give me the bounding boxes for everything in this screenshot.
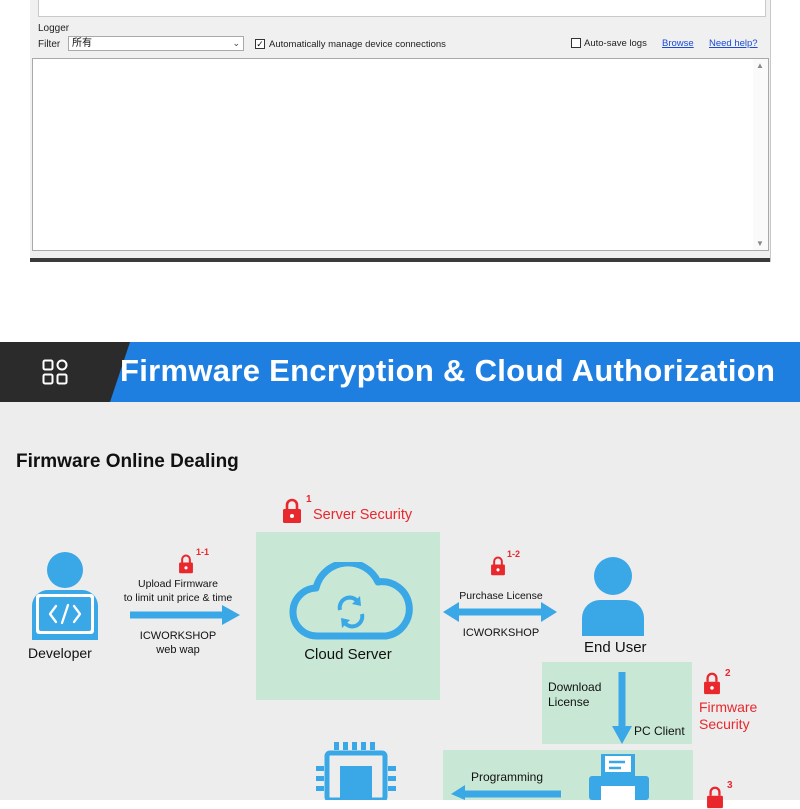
auto-manage-checkbox[interactable]: ✓ [255,39,265,49]
lock-icon [704,672,720,695]
server-security-label: Server Security [313,507,413,523]
programming-box: Programming [443,750,693,800]
need-help-link[interactable]: Need help? [709,38,758,49]
upload-arrow [130,605,240,625]
chevron-down-icon: ⌄ [232,38,240,48]
section-header: Firmware Encryption & Cloud Authorizatio… [0,342,800,402]
download-line1: Download [548,680,602,694]
upload-step-number: 1-1 [196,547,210,557]
browse-link[interactable]: Browse [662,38,694,49]
pc-client-label: PC Client [634,724,685,738]
log-output-area[interactable]: ▲ ▼ [32,58,769,251]
logger-window: Logger Filter 所有 ⌄ ✓ Automatically manag… [30,0,771,262]
window-bottom-strip [30,258,770,262]
download-license-box: Download License PC Client [542,662,692,744]
firmware-diagram: Firmware Online Dealing 1 Server Securit… [0,402,800,809]
programming-label: Programming [471,770,544,784]
previous-panel-box [38,0,766,17]
filter-label: Filter [38,39,61,50]
diagram-title: Firmware Online Dealing [16,451,239,472]
third-security-number: 3 [727,780,733,791]
firmware-security-line1: Firmware [699,699,758,715]
grid-icon [42,359,68,385]
server-security-number: 1 [306,494,312,505]
lock-icon [283,498,301,523]
programmer-device-icon [589,754,649,800]
log-scrollbar[interactable]: ▲ ▼ [753,59,768,250]
icworkshop-label: ICWORKSHOP [139,630,217,642]
programming-arrow [451,785,561,800]
purchase-icworkshop-label: ICWORKSHOP [462,627,540,639]
scroll-up-icon[interactable]: ▲ [756,61,764,70]
logger-title: Logger [38,23,70,34]
cloud-server-label: Cloud Server [304,646,392,663]
purchase-arrow [443,602,557,622]
end-user-label: End User [584,639,647,656]
end-user-icon [582,557,644,636]
cloud-server-box: Cloud Server [256,532,440,700]
web-wap-label: web wap [156,644,200,656]
auto-manage-label: Automatically manage device connections [269,39,446,50]
developer-label: Developer [28,645,92,661]
lock-icon [179,554,193,574]
download-arrow [612,672,632,744]
download-line2: License [548,695,590,709]
logger-panel: Logger Filter 所有 ⌄ ✓ Automatically manag… [0,0,800,262]
cloud-icon [289,562,413,640]
filter-select[interactable]: 所有 ⌄ [68,36,244,51]
section-title: Firmware Encryption & Cloud Authorizatio… [120,353,776,388]
developer-icon [32,552,98,640]
chip-icon [316,742,396,800]
filter-value: 所有 [72,38,92,49]
auto-save-label: Auto-save logs [584,38,647,49]
purchase-license-label: Purchase License [459,590,543,602]
upload-line1: Upload Firmware [138,578,218,590]
lock-icon [707,786,723,809]
firmware-security-number: 2 [725,668,731,679]
firmware-security-line2: Security [699,716,750,732]
purchase-step-number: 1-2 [507,549,521,559]
lock-icon [491,556,505,576]
auto-save-checkbox[interactable] [571,38,581,48]
header-icon-block [0,342,130,402]
upload-line2: to limit unit price & time [123,592,233,604]
scroll-down-icon[interactable]: ▼ [756,239,764,248]
